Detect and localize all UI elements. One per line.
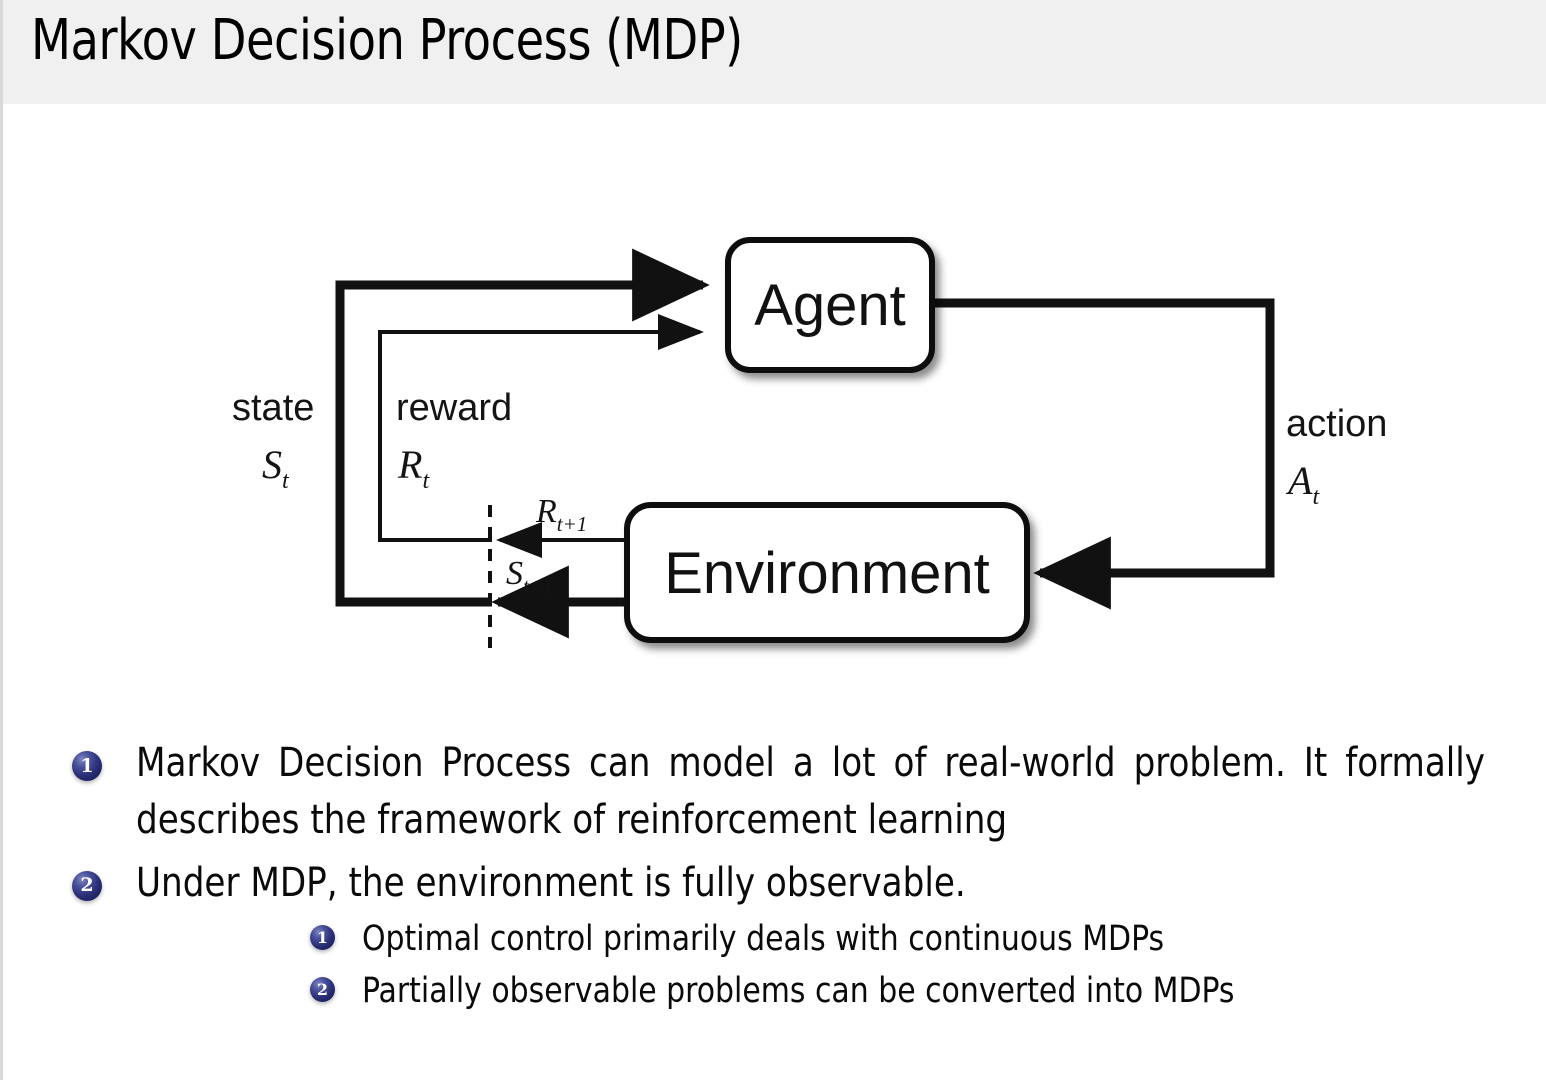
reward-label-word: reward: [396, 387, 512, 429]
list-item: 2 Under MDP, the environment is fully ob…: [0, 855, 1546, 1018]
agent-node: [725, 237, 935, 373]
state-label-word: state: [232, 387, 314, 429]
sub-list-item-text: Optimal control primarily deals with con…: [362, 919, 1165, 960]
sub-list-item: 1 Optimal control primarily deals with c…: [136, 915, 1506, 965]
mdp-diagram-container: Agent Environment state St reward Rt Rt+…: [0, 150, 1546, 710]
list-item-text: Under MDP, the environment is fully obse…: [136, 859, 966, 906]
action-edge: [930, 298, 1275, 610]
state-next-label: St+1: [506, 555, 554, 598]
state-label-symbol: St: [262, 442, 290, 494]
list-item: 1 Markov Decision Process can model a lo…: [0, 735, 1546, 849]
sub-list-item: 2 Partially observable problems can be c…: [136, 967, 1506, 1017]
action-label-symbol: At: [1285, 458, 1320, 510]
sub-bullet-marker-icon: 1: [310, 925, 335, 951]
reward-label-symbol: Rt: [397, 442, 430, 494]
sub-bullet-list: 1 Optimal control primarily deals with c…: [136, 915, 1506, 1017]
bullet-marker-icon: 1: [72, 751, 102, 781]
sub-list-item-text: Partially observable problems can be con…: [362, 971, 1235, 1012]
page-title: Markov Decision Process (MDP): [31, 8, 743, 73]
bullet-marker-icon: 2: [72, 870, 102, 901]
environment-node-label: Environment: [664, 541, 990, 606]
agent-node-label: Agent: [754, 273, 906, 338]
slide-left-edge-rule: [0, 0, 3, 1080]
list-item-text: Markov Decision Process can model a lot …: [136, 740, 1485, 843]
action-label-word: action: [1286, 403, 1387, 445]
state-feedback-edge-lower: [335, 285, 492, 607]
content-bullet-list: 1 Markov Decision Process can model a lo…: [0, 735, 1546, 1023]
reward-next-label: Rt+1: [535, 493, 587, 536]
slide-title-bar: Markov Decision Process (MDP): [3, 0, 1546, 104]
reward-feedback-edge: [378, 314, 704, 542]
sub-bullet-marker-icon: 2: [310, 977, 335, 1003]
agent-environment-diagram: Agent Environment state St reward Rt Rt+…: [232, 237, 1387, 648]
environment-node: [624, 502, 1030, 643]
